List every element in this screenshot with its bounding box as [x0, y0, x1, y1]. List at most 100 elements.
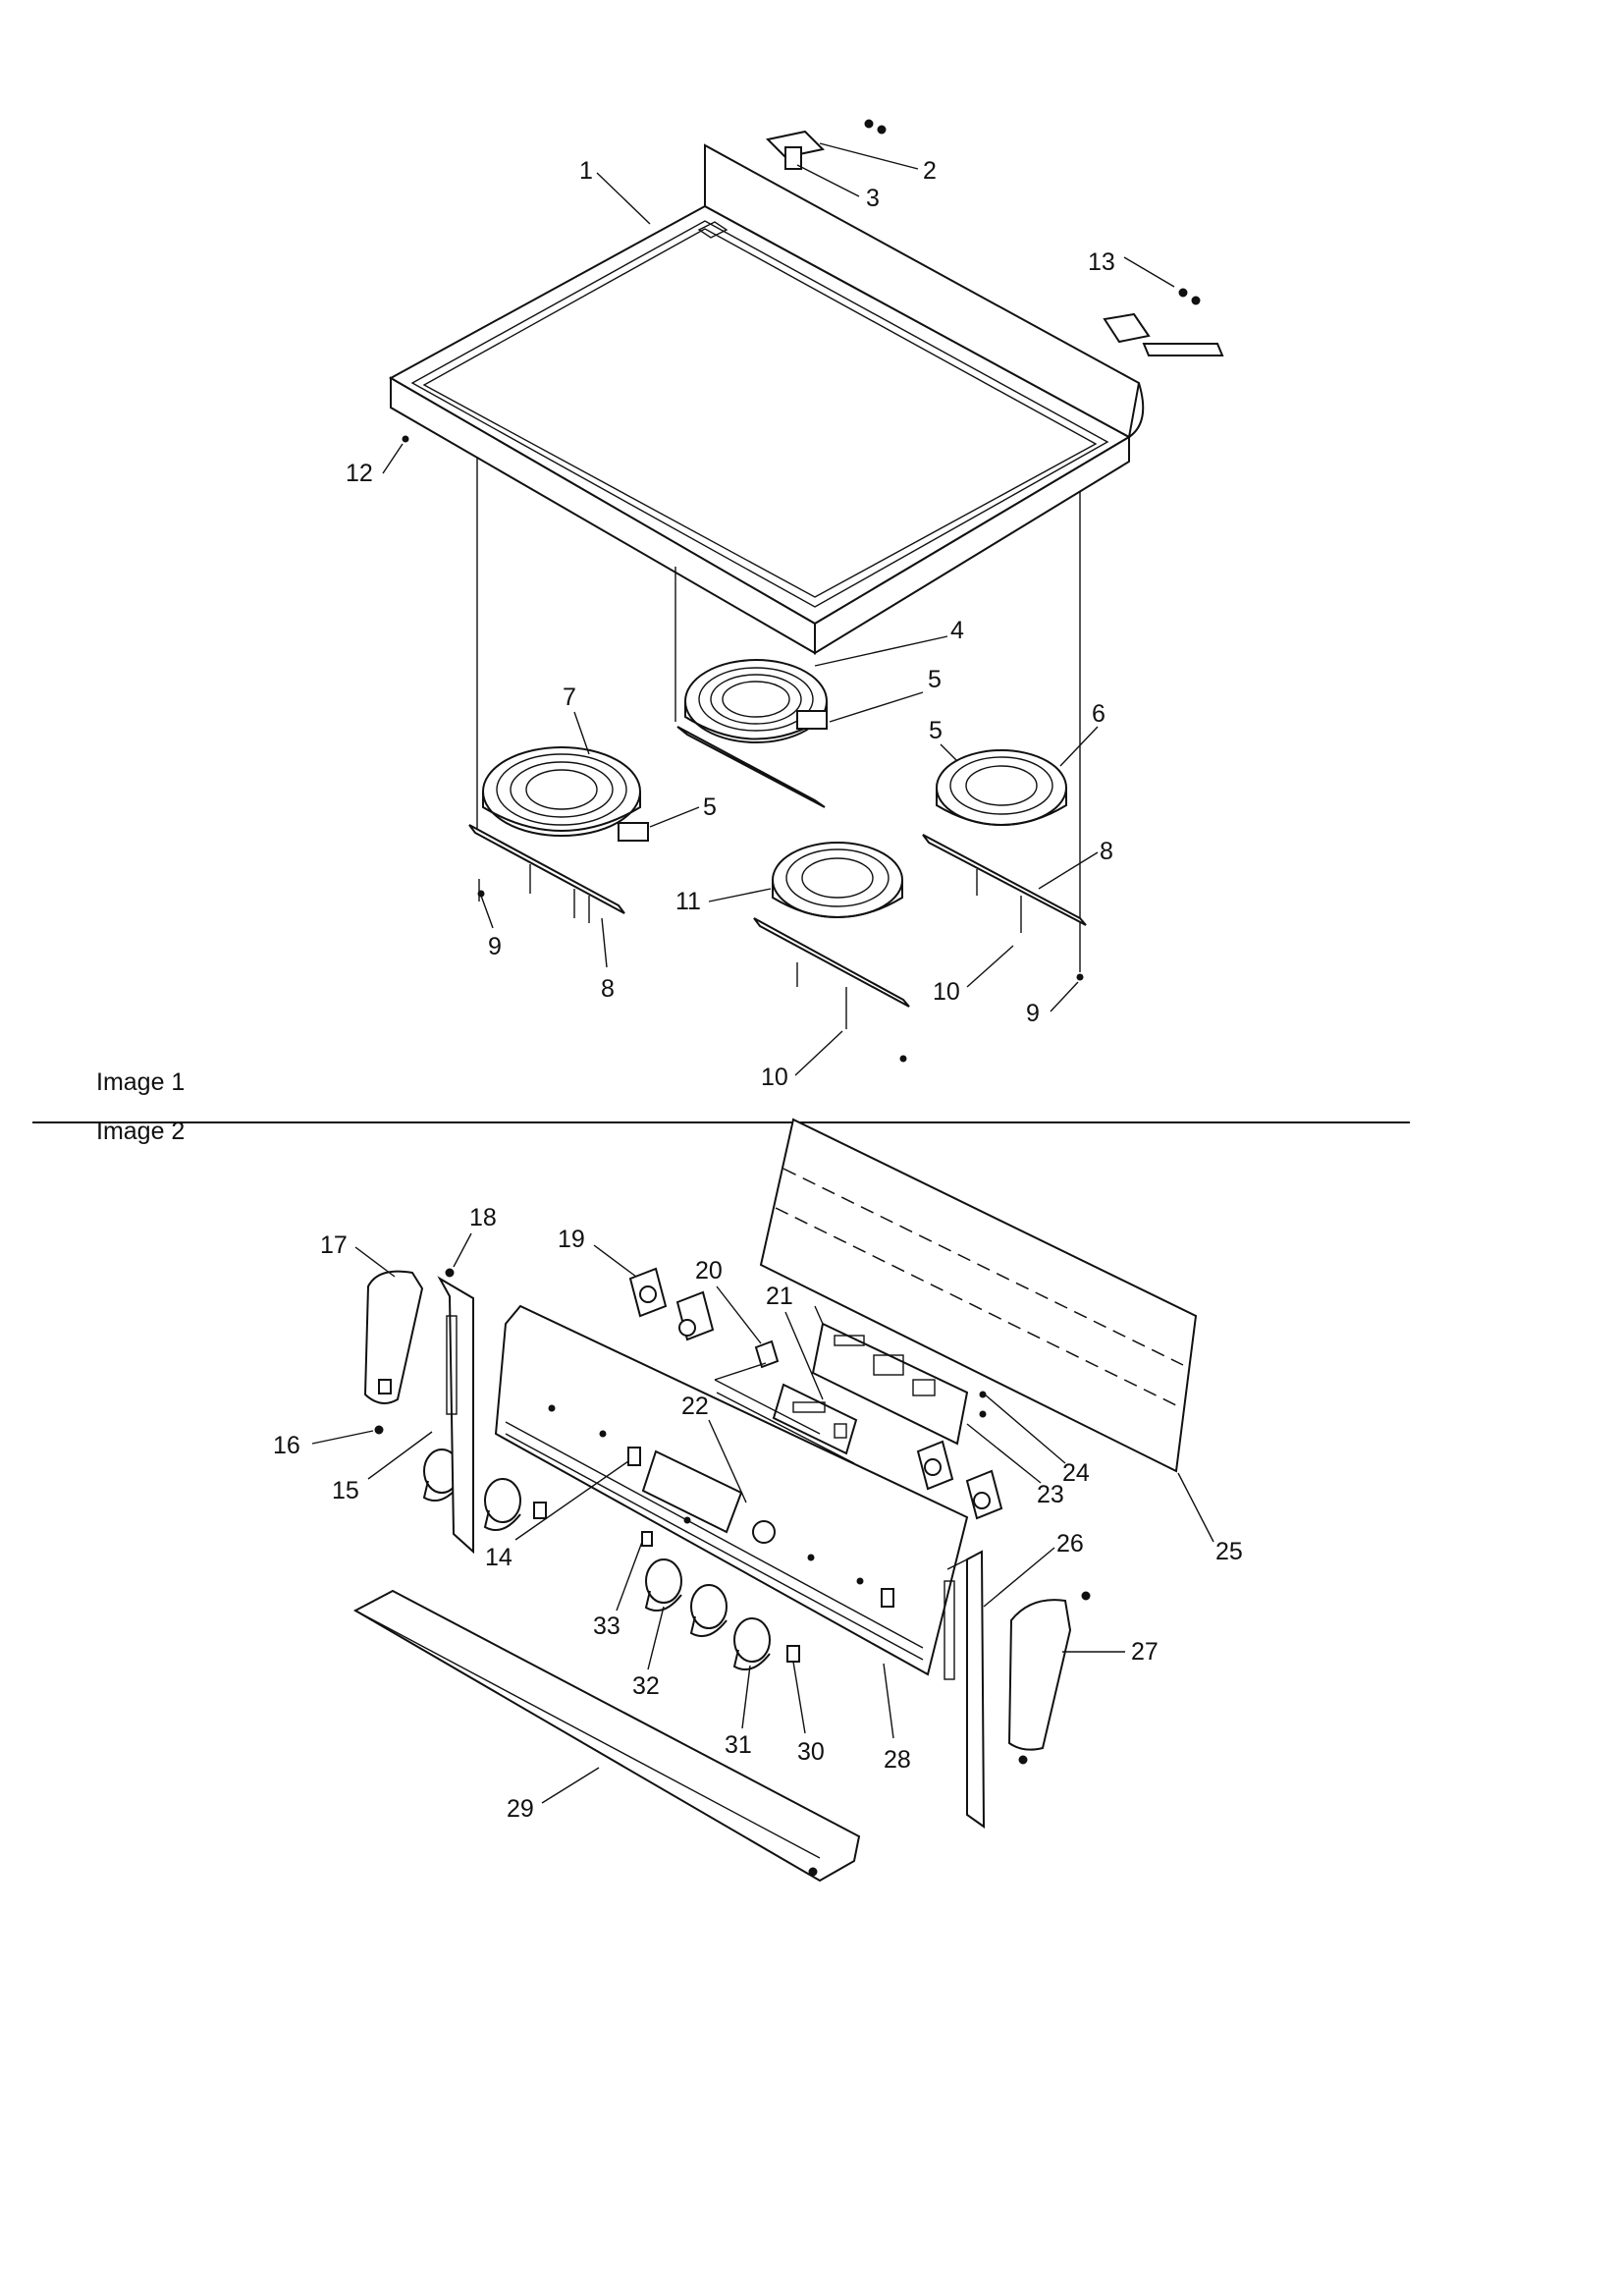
callout-9b: 9 — [1026, 973, 1084, 1027]
callout-22: 22 — [681, 1393, 747, 1503]
svg-text:7: 7 — [563, 683, 576, 711]
knob-left-2 — [483, 1478, 521, 1531]
cooktop-assembly: 1 2 3 13 12 4 5 7 — [346, 119, 1224, 1091]
switch-30 — [786, 1645, 800, 1663]
knob-31 — [732, 1617, 771, 1670]
infinite-switch-19 — [628, 1267, 715, 1341]
svg-text:11: 11 — [675, 888, 701, 915]
svg-text:13: 13 — [1088, 248, 1115, 276]
callout-13: 13 — [1088, 248, 1175, 288]
side-trim-15 — [437, 1276, 474, 1555]
callout-12: 12 — [346, 443, 404, 487]
switch-14 — [533, 1502, 547, 1519]
svg-text:31: 31 — [725, 1731, 752, 1759]
svg-text:30: 30 — [797, 1738, 825, 1766]
svg-text:32: 32 — [632, 1672, 660, 1700]
bracket-rear-right — [1103, 288, 1224, 356]
svg-text:16: 16 — [273, 1432, 300, 1459]
callout-24: 24 — [984, 1394, 1090, 1487]
svg-text:10: 10 — [761, 1064, 788, 1091]
heating-element-11 — [753, 842, 910, 1063]
section-label-image-1: Image 1 — [96, 1068, 185, 1096]
svg-text:19: 19 — [558, 1226, 585, 1253]
screw-24b — [979, 1410, 987, 1418]
svg-text:5: 5 — [703, 793, 717, 821]
svg-text:5: 5 — [928, 666, 942, 693]
knob-center — [689, 1584, 728, 1637]
infinite-switch-right — [916, 1440, 1003, 1520]
section-label-image-2: Image 2 — [96, 1118, 185, 1145]
callout-9a: 9 — [477, 890, 502, 960]
bracket-rear-left — [765, 119, 887, 170]
callout-16: 16 — [273, 1430, 374, 1459]
svg-text:3: 3 — [866, 185, 880, 212]
callout-5a: 5 — [829, 666, 942, 723]
screw-12 — [402, 435, 409, 443]
callout-25: 25 — [1177, 1472, 1243, 1565]
svg-text:22: 22 — [681, 1393, 709, 1420]
screw-18 — [445, 1268, 455, 1278]
svg-text:29: 29 — [507, 1795, 534, 1823]
callout-28: 28 — [883, 1663, 911, 1774]
heating-element-6 — [922, 749, 1087, 933]
callout-2: 2 — [819, 142, 937, 185]
svg-text:9: 9 — [488, 933, 502, 960]
svg-text:25: 25 — [1215, 1538, 1243, 1565]
svg-text:21: 21 — [766, 1283, 793, 1310]
callout-6: 6 — [1059, 700, 1106, 767]
end-cap-17 — [363, 1270, 424, 1404]
rear-cover-25 — [759, 1118, 1198, 1473]
svg-text:15: 15 — [332, 1477, 359, 1504]
svg-text:12: 12 — [346, 460, 373, 487]
control-panel-28 — [494, 1304, 969, 1676]
svg-text:28: 28 — [884, 1746, 911, 1774]
clock-module-21 — [772, 1383, 858, 1455]
svg-text:2: 2 — [923, 157, 937, 185]
callout-10b: 10 — [761, 1030, 843, 1091]
knob-32 — [644, 1558, 682, 1612]
callout-4: 4 — [814, 617, 964, 667]
callout-14: 14 — [485, 1460, 629, 1571]
front-trim-29 — [352, 1589, 861, 1883]
callout-5c: 5 — [929, 717, 958, 762]
heating-element-7 — [468, 746, 649, 923]
control-panel-assembly: 18 17 19 20 21 22 16 15 — [273, 1118, 1243, 1883]
svg-text:8: 8 — [601, 975, 615, 1003]
end-cap-27 — [1007, 1591, 1091, 1765]
callout-15: 15 — [332, 1431, 433, 1504]
svg-text:9: 9 — [1026, 1000, 1040, 1027]
svg-text:14: 14 — [485, 1544, 512, 1571]
svg-text:6: 6 — [1092, 700, 1106, 728]
svg-text:10: 10 — [933, 978, 960, 1006]
svg-text:8: 8 — [1100, 838, 1113, 865]
callout-8a: 8 — [1038, 838, 1113, 890]
callout-27: 27 — [1062, 1638, 1159, 1666]
callout-23: 23 — [966, 1423, 1064, 1508]
svg-text:17: 17 — [320, 1231, 348, 1259]
svg-text:26: 26 — [1056, 1530, 1084, 1558]
svg-text:1: 1 — [579, 157, 593, 185]
callout-31: 31 — [725, 1665, 752, 1759]
heating-element-4 — [676, 659, 828, 808]
svg-text:24: 24 — [1062, 1459, 1090, 1487]
callout-33: 33 — [593, 1541, 643, 1640]
callout-10a: 10 — [933, 945, 1014, 1006]
callout-11: 11 — [675, 888, 772, 915]
control-board-23 — [811, 1305, 969, 1446]
callout-17: 17 — [320, 1231, 396, 1278]
callout-3: 3 — [796, 164, 880, 212]
side-trim-26 — [944, 1550, 986, 1829]
callout-32: 32 — [632, 1606, 665, 1700]
svg-text:5: 5 — [929, 717, 943, 744]
svg-text:33: 33 — [593, 1613, 620, 1640]
relay-20 — [754, 1339, 780, 1369]
callout-8b: 8 — [601, 917, 615, 1003]
callout-20: 20 — [695, 1257, 762, 1344]
callout-29: 29 — [507, 1767, 600, 1823]
callout-7: 7 — [563, 683, 590, 755]
svg-text:27: 27 — [1131, 1638, 1159, 1666]
cooktop-glass-top — [388, 143, 1145, 655]
callout-26: 26 — [983, 1530, 1084, 1608]
